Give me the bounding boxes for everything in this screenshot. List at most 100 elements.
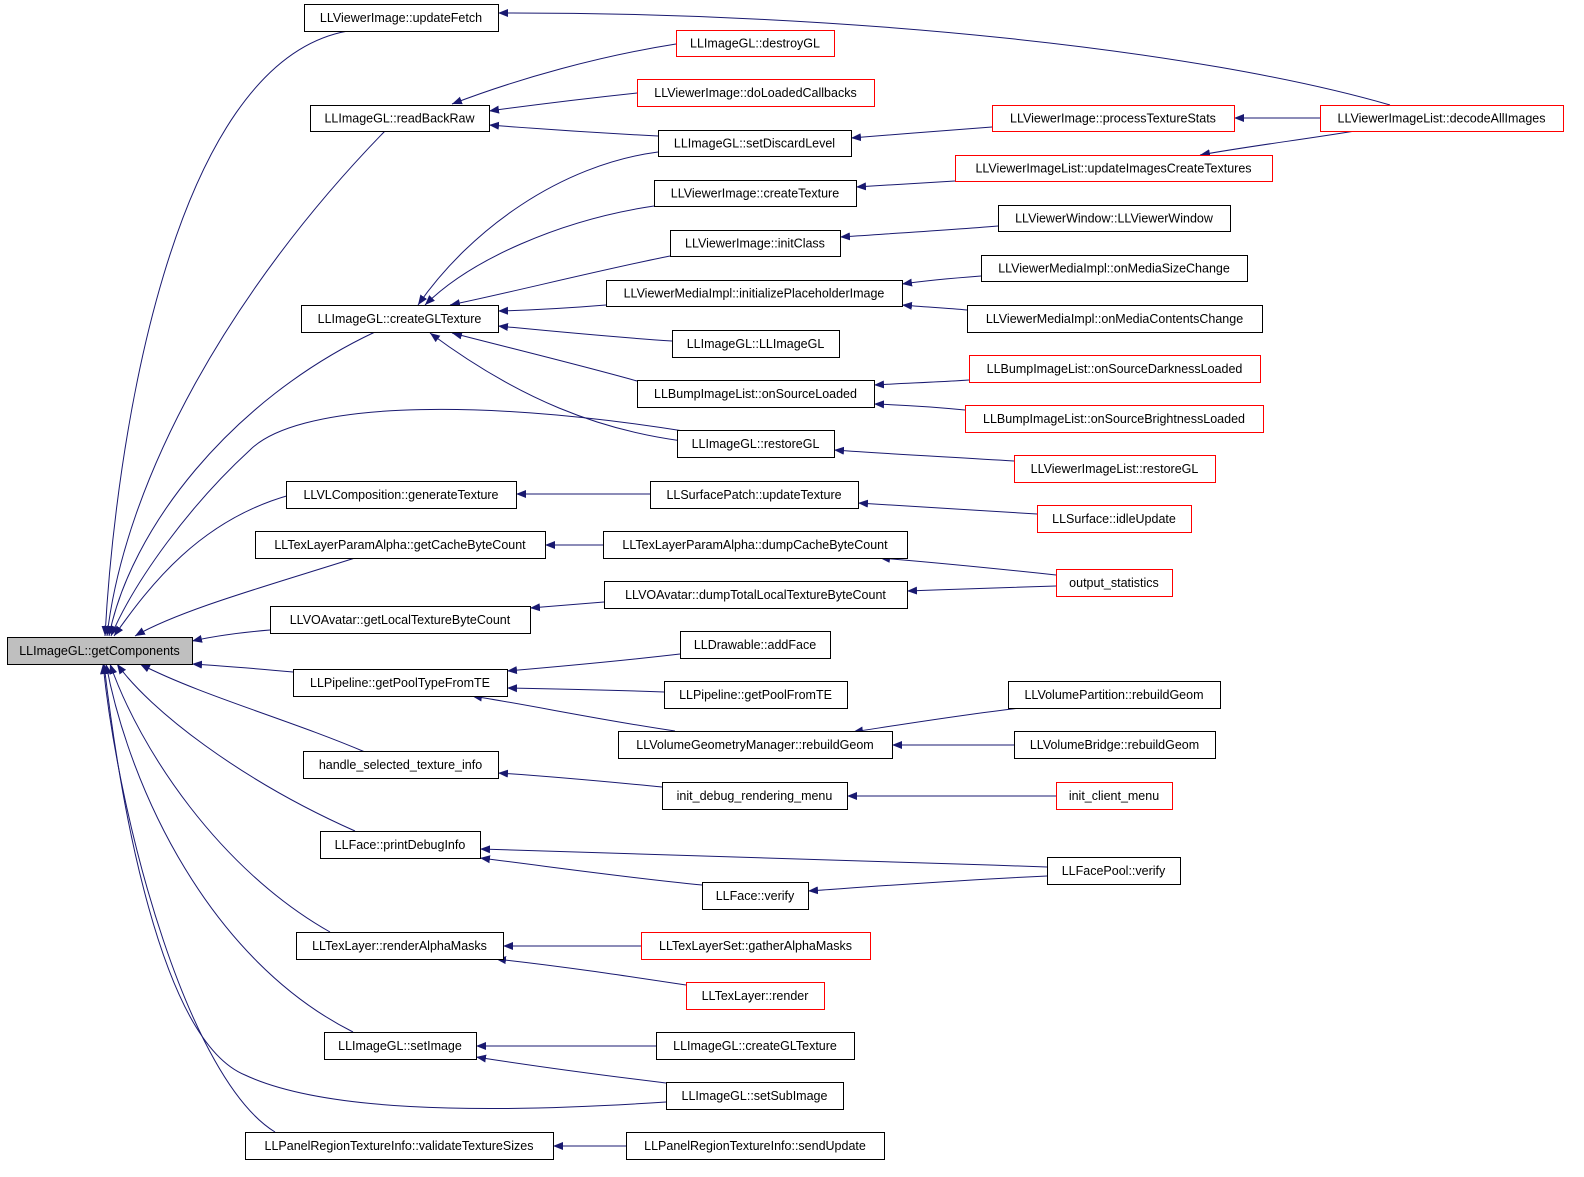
node-box[interactable] <box>965 405 1264 433</box>
node-box[interactable] <box>1320 105 1564 132</box>
node-box[interactable] <box>310 105 490 132</box>
node-box[interactable] <box>1014 455 1216 483</box>
node-box[interactable] <box>1008 681 1221 709</box>
node-dumpTotalLocalTextureByteCount[interactable]: LLVOAvatar::dumpTotalLocalTextureByteCou… <box>604 581 908 609</box>
node-decodeAllImages[interactable]: LLViewerImageList::decodeAllImages <box>1320 105 1564 132</box>
node-box[interactable] <box>992 105 1235 132</box>
node-vil_restoreGL[interactable]: LLViewerImageList::restoreGL <box>1014 455 1216 483</box>
node-box[interactable] <box>654 180 857 207</box>
node-box[interactable] <box>293 669 508 697</box>
node-box[interactable] <box>1047 857 1181 885</box>
node-onMediaContentsChange[interactable]: LLViewerMediaImpl::onMediaContentsChange <box>967 305 1263 333</box>
node-box[interactable] <box>969 355 1261 383</box>
node-imagegl_ctor[interactable]: LLImageGL::LLImageGL <box>672 330 840 358</box>
node-updateFetch[interactable]: LLViewerImage::updateFetch <box>304 4 499 32</box>
node-onMediaSizeChange[interactable]: LLViewerMediaImpl::onMediaSizeChange <box>981 255 1248 282</box>
node-vb_rebuildGeom[interactable]: LLVolumeBridge::rebuildGeom <box>1014 731 1216 759</box>
node-box[interactable] <box>301 305 499 333</box>
node-onSourceLoaded[interactable]: LLBumpImageList::onSourceLoaded <box>637 380 875 408</box>
node-updateImagesCreateTextures[interactable]: LLViewerImageList::updateImagesCreateTex… <box>955 155 1273 182</box>
node-box[interactable] <box>998 205 1231 232</box>
node-box[interactable] <box>603 531 908 559</box>
node-onSourceDarknessLoaded[interactable]: LLBumpImageList::onSourceDarknessLoaded <box>969 355 1261 383</box>
node-box[interactable] <box>658 130 852 157</box>
node-box[interactable] <box>676 30 835 57</box>
node-box[interactable] <box>304 4 499 32</box>
node-face_verify[interactable]: LLFace::verify <box>702 882 809 910</box>
node-dumpCacheByteCount[interactable]: LLTexLayerParamAlpha::dumpCacheByteCount <box>603 531 908 559</box>
node-box[interactable] <box>664 681 848 709</box>
node-vw_ctor[interactable]: LLViewerWindow::LLViewerWindow <box>998 205 1231 232</box>
node-vp_rebuildGeom[interactable]: LLVolumePartition::rebuildGeom <box>1008 681 1221 709</box>
node-box[interactable] <box>606 280 903 307</box>
node-getLocalTextureByteCount[interactable]: LLVOAvatar::getLocalTextureByteCount <box>270 606 531 634</box>
node-box[interactable] <box>296 932 504 960</box>
node-box[interactable] <box>670 230 841 257</box>
node-onSourceBrightnessLoaded[interactable]: LLBumpImageList::onSourceBrightnessLoade… <box>965 405 1264 433</box>
node-doLoadedCallbacks[interactable]: LLViewerImage::doLoadedCallbacks <box>637 79 875 107</box>
node-box[interactable] <box>255 531 546 559</box>
node-box[interactable] <box>656 1032 855 1060</box>
node-box[interactable] <box>662 782 848 810</box>
node-box[interactable] <box>618 731 893 759</box>
node-facepool_verify[interactable]: LLFacePool::verify <box>1047 857 1181 885</box>
node-setSubImage[interactable]: LLImageGL::setSubImage <box>666 1082 844 1110</box>
node-restoreGL[interactable]: LLImageGL::restoreGL <box>677 430 835 458</box>
node-getComponents[interactable]: LLImageGL::getComponents <box>7 637 193 665</box>
node-output_statistics[interactable]: output_statistics <box>1056 569 1173 597</box>
node-initPlaceholderImage[interactable]: LLViewerMediaImpl::initializePlaceholder… <box>606 280 903 307</box>
node-box[interactable] <box>680 631 831 659</box>
node-box[interactable] <box>324 1032 477 1060</box>
node-setImage[interactable]: LLImageGL::setImage <box>324 1032 477 1060</box>
node-printDebugInfo[interactable]: LLFace::printDebugInfo <box>320 831 481 859</box>
node-createGLTexture_2[interactable]: LLImageGL::createGLTexture <box>656 1032 855 1060</box>
node-box[interactable] <box>1056 569 1173 597</box>
node-box[interactable] <box>1037 505 1192 533</box>
node-box[interactable] <box>604 581 908 609</box>
node-box[interactable] <box>686 982 825 1010</box>
node-box[interactable] <box>320 831 481 859</box>
node-box[interactable] <box>626 1132 885 1160</box>
node-box[interactable] <box>666 1082 844 1110</box>
node-readBackRaw[interactable]: LLImageGL::readBackRaw <box>310 105 490 132</box>
node-box[interactable] <box>955 155 1273 182</box>
node-vi_createTexture[interactable]: LLViewerImage::createTexture <box>654 180 857 207</box>
node-box[interactable] <box>677 430 835 458</box>
node-processTextureStats[interactable]: LLViewerImage::processTextureStats <box>992 105 1235 132</box>
node-box[interactable] <box>650 481 859 509</box>
node-handle_selected_texture_info[interactable]: handle_selected_texture_info <box>303 751 499 779</box>
node-addFace[interactable]: LLDrawable::addFace <box>680 631 831 659</box>
node-createGLTexture_main[interactable]: LLImageGL::createGLTexture <box>301 305 499 333</box>
node-sendUpdate[interactable]: LLPanelRegionTextureInfo::sendUpdate <box>626 1132 885 1160</box>
node-sp_updateTexture[interactable]: LLSurfacePatch::updateTexture <box>650 481 859 509</box>
node-getCacheByteCount[interactable]: LLTexLayerParamAlpha::getCacheByteCount <box>255 531 546 559</box>
node-box[interactable] <box>967 305 1263 333</box>
node-init_client_menu[interactable]: init_client_menu <box>1056 782 1173 810</box>
node-getPoolFromTE[interactable]: LLPipeline::getPoolFromTE <box>664 681 848 709</box>
node-box[interactable] <box>672 330 840 358</box>
node-setDiscardLevel[interactable]: LLImageGL::setDiscardLevel <box>658 130 852 157</box>
node-box[interactable] <box>702 882 809 910</box>
node-renderAlphaMasks[interactable]: LLTexLayer::renderAlphaMasks <box>296 932 504 960</box>
node-init_debug_rendering_menu[interactable]: init_debug_rendering_menu <box>662 782 848 810</box>
node-box[interactable] <box>981 255 1248 282</box>
node-vi_initClass[interactable]: LLViewerImage::initClass <box>670 230 841 257</box>
node-box[interactable] <box>286 481 517 509</box>
node-box[interactable] <box>7 637 193 665</box>
node-box[interactable] <box>270 606 531 634</box>
node-gatherAlphaMasks[interactable]: LLTexLayerSet::gatherAlphaMasks <box>641 932 871 960</box>
node-box[interactable] <box>245 1132 554 1160</box>
node-getPoolTypeFromTE[interactable]: LLPipeline::getPoolTypeFromTE <box>293 669 508 697</box>
node-vgm_rebuildGeom[interactable]: LLVolumeGeometryManager::rebuildGeom <box>618 731 893 759</box>
node-generateTexture[interactable]: LLVLComposition::generateTexture <box>286 481 517 509</box>
node-box[interactable] <box>1056 782 1173 810</box>
node-box[interactable] <box>303 751 499 779</box>
node-idleUpdate[interactable]: LLSurface::idleUpdate <box>1037 505 1192 533</box>
node-destroyGL[interactable]: LLImageGL::destroyGL <box>676 30 835 57</box>
node-box[interactable] <box>637 79 875 107</box>
node-texlayer_render[interactable]: LLTexLayer::render <box>686 982 825 1010</box>
node-box[interactable] <box>641 932 871 960</box>
node-box[interactable] <box>1014 731 1216 759</box>
node-box[interactable] <box>637 380 875 408</box>
node-validateTextureSizes[interactable]: LLPanelRegionTextureInfo::validateTextur… <box>245 1132 554 1160</box>
